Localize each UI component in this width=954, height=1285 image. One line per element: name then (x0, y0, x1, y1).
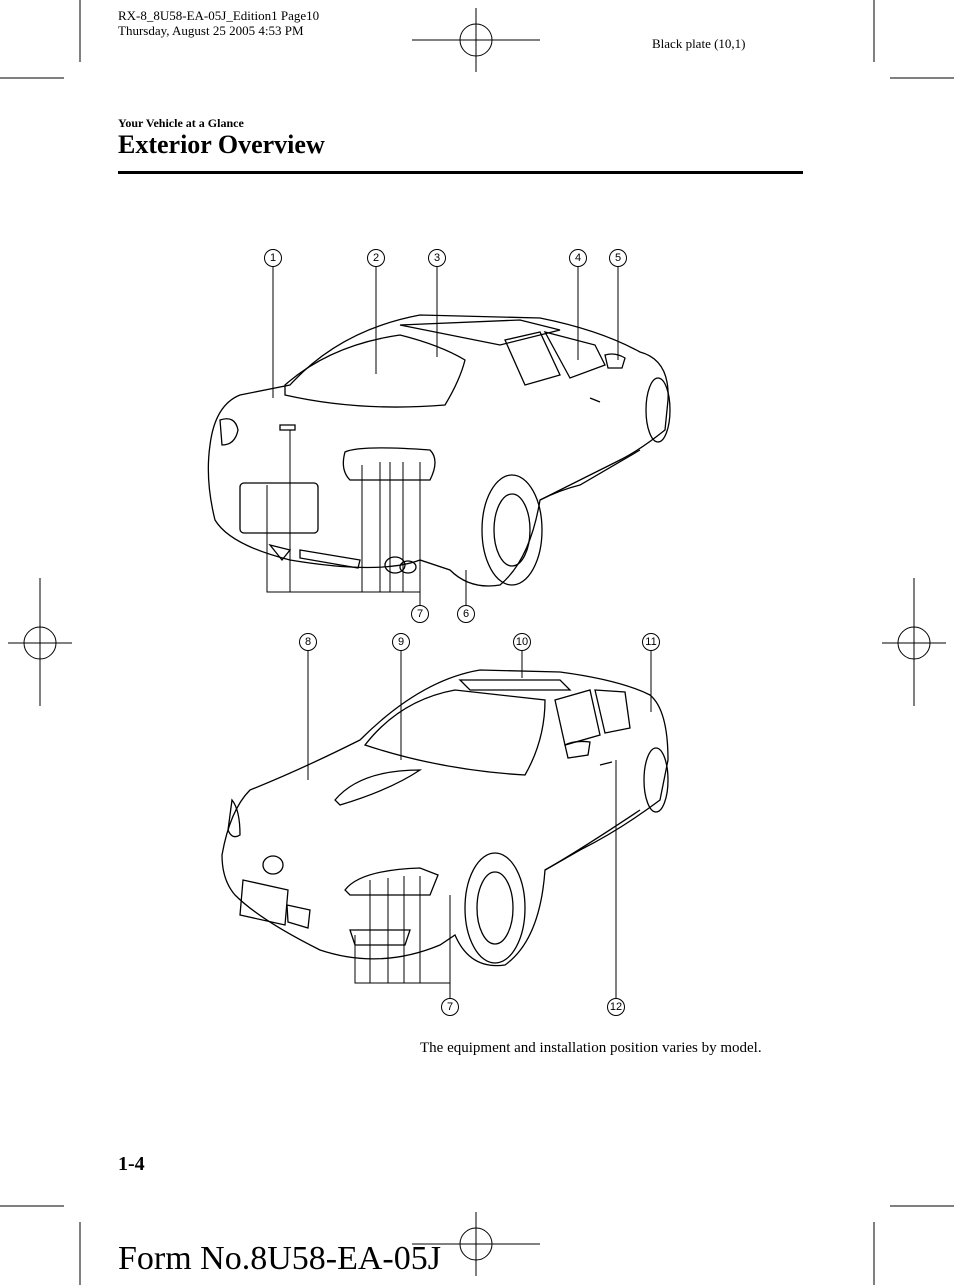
footnote: The equipment and installation position … (420, 1040, 762, 1056)
page-number: 1-4 (118, 1153, 145, 1175)
section-label: Your Vehicle at a Glance (118, 116, 244, 130)
print-info-line2: Thursday, August 25 2005 4:53 PM (118, 23, 304, 38)
plate-label: Black plate (10,1) (652, 36, 746, 51)
callout-rear-1: 1 (264, 249, 282, 267)
callout-rear-6: 6 (457, 605, 475, 623)
callout-rear-3: 3 (428, 249, 446, 267)
front-leader-lines (307, 650, 652, 998)
callout-front-11: 11 (642, 633, 660, 651)
print-info-line1: RX-8_8U58-EA-05J_Edition1 Page10 (118, 8, 320, 23)
callout-front-10: 10 (513, 633, 531, 651)
front-car-illustration (221, 669, 669, 967)
registration-marks (8, 8, 946, 1276)
callout-front-9: 9 (392, 633, 410, 651)
print-info: RX-8_8U58-EA-05J_Edition1 Page10 Thursda… (118, 8, 319, 38)
form-number: Form No.8U58-EA-05J (118, 1240, 441, 1277)
title-rule (118, 171, 803, 174)
page-title: Exterior Overview (118, 130, 325, 159)
callout-rear-5: 5 (609, 249, 627, 267)
callout-front-12: 12 (607, 998, 625, 1016)
rear-car-illustration (207, 314, 671, 587)
callout-front-8: 8 (299, 633, 317, 651)
callout-rear-2: 2 (367, 249, 385, 267)
callout-rear-4: 4 (569, 249, 587, 267)
rear-leader-lines (266, 266, 619, 605)
callout-front-7: 7 (441, 998, 459, 1016)
callout-rear-7: 7 (411, 605, 429, 623)
